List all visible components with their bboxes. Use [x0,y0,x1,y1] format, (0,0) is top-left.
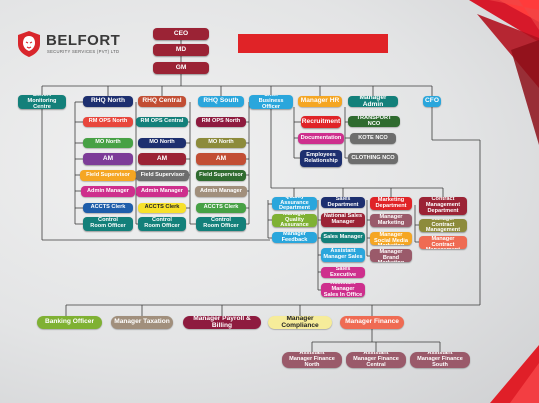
am-box-3: AM [196,153,246,165]
documentation-box: Documentation [298,133,344,144]
marketing-department-box: Marketing Department [370,197,412,210]
accts-clerk-box-2: ACCTS Clerk [138,203,186,213]
manager-taxation-box: Manager Taxation [111,316,173,329]
rhq-south-box: RHQ South [198,96,244,107]
belfort-logo: BELFORT SECURITY SERVICES (PVT) LTD [16,30,126,60]
manager-finance-box: Manager Finance [340,316,404,329]
decor-triangles-top-right [469,0,539,145]
mo-north-box-2: MO North [138,138,186,148]
belfort-monitoring-centre-box: Belfort Monitoring Centre [18,95,66,109]
assistant-manager-social-media-box: Assistant Manager Social Media Marketing [370,232,412,245]
manager-payroll-billing-box: Manager Payroll & Billing [183,316,261,329]
assistant-manager-contract-management-box: Assistant Manager Contract Management [419,236,467,249]
transport-nco-box: TRANSPORT NCO [348,116,400,127]
recruitment-box: Recruitment [301,116,341,128]
sales-executive-box: Sales Executive [321,267,365,278]
am-box-2: AM [138,153,186,165]
banking-officer-box: Banking Officer [37,316,102,329]
control-room-officer-box-3: Control Room Officer [196,217,246,231]
manager-marketing-box: Manager Marketing [370,214,412,227]
am-box-1: AM [83,153,133,165]
accts-clerk-box-3: ACCTS Clerk [196,203,246,213]
rm-ops-north-box-3: RM OPS North [196,117,246,127]
admin-manager-box-3: Admin Manager [195,186,247,197]
accts-clerk-box-1: ACCTS Clerk [83,203,133,213]
manager-hr-box: Manager HR [298,96,342,107]
manager-quality-assurance-box: Manager Quality Assurance [272,214,317,227]
kote-nco-box: KOTE NCO [350,133,396,144]
control-room-officer-box-1: Control Room Officer [83,217,133,231]
clothing-nco-box: CLOTHING NCO [348,153,398,164]
ceo-box: CEO [153,28,209,40]
assistant-manager-finance-central-box: Assistant Manager Finance Central [346,352,406,368]
quality-assurance-department-box: Quality Assurance Department [272,197,317,210]
control-room-officer-box-2: Control Room Officer [138,217,186,231]
field-supervisor-box-3: Field Supervisor [196,170,246,181]
assistant-manager-sales-box: Assistant Manager Sales [321,248,365,262]
assistant-manager-finance-south-box: Assistant Manager Finance South [410,352,470,368]
field-supervisor-box-1: Field Supervisor [80,170,136,181]
assistant-manager-finance-north-box: Assistant Manager Finance North [282,352,342,368]
mo-north-box-3: MO North [196,138,246,148]
rhq-central-box: RHQ Central [138,96,186,107]
manager-admin-box: Manager Admin [348,96,398,107]
logo-tagline: SECURITY SERVICES (PVT) LTD [47,49,120,54]
sales-department-box: Sales Department [321,197,365,208]
admin-manager-box-1: Admin Manager [81,186,135,197]
rhq-north-box: RHQ North [83,96,133,107]
chief-business-officer-box: Chief Business Officer [249,95,293,109]
decor-triangles-bottom-right [490,345,539,403]
manager-contract-management-box: Manager Contract Management [419,219,467,232]
employees-relationship-box: Employees Relationship [300,150,342,167]
manager-feedback-box: Manager Feedback [272,232,317,243]
manager-compliance-box: Manager Compliance [268,316,332,329]
lion-shield-icon [18,31,40,57]
title-placeholder-bar [238,34,388,53]
assistant-manager-sales-in-office-box: Assistant Manager Sales In Office [321,283,365,297]
sales-manager-box: Sales Manager [321,232,365,243]
rm-ops-north-box: RM OPS North [83,117,133,127]
admin-manager-box-2: Admin Manager [136,186,188,197]
logo-company-name: BELFORT [46,32,121,49]
assistant-manager-brand-marketing-box: Assistant Manager Brand Marketing [370,249,412,262]
field-supervisor-box-2: Field Supervisor [136,170,189,181]
md-box: MD [153,44,209,56]
gm-box: GM [153,62,209,74]
cfo-box: CFO [423,96,441,107]
rm-ops-central-box: RM OPS Central [136,117,188,127]
national-sales-manager-box: National Sales Manager [321,213,365,227]
contract-management-department-box: Contract Management Department [419,197,467,215]
mo-north-box-1: MO North [83,138,133,148]
